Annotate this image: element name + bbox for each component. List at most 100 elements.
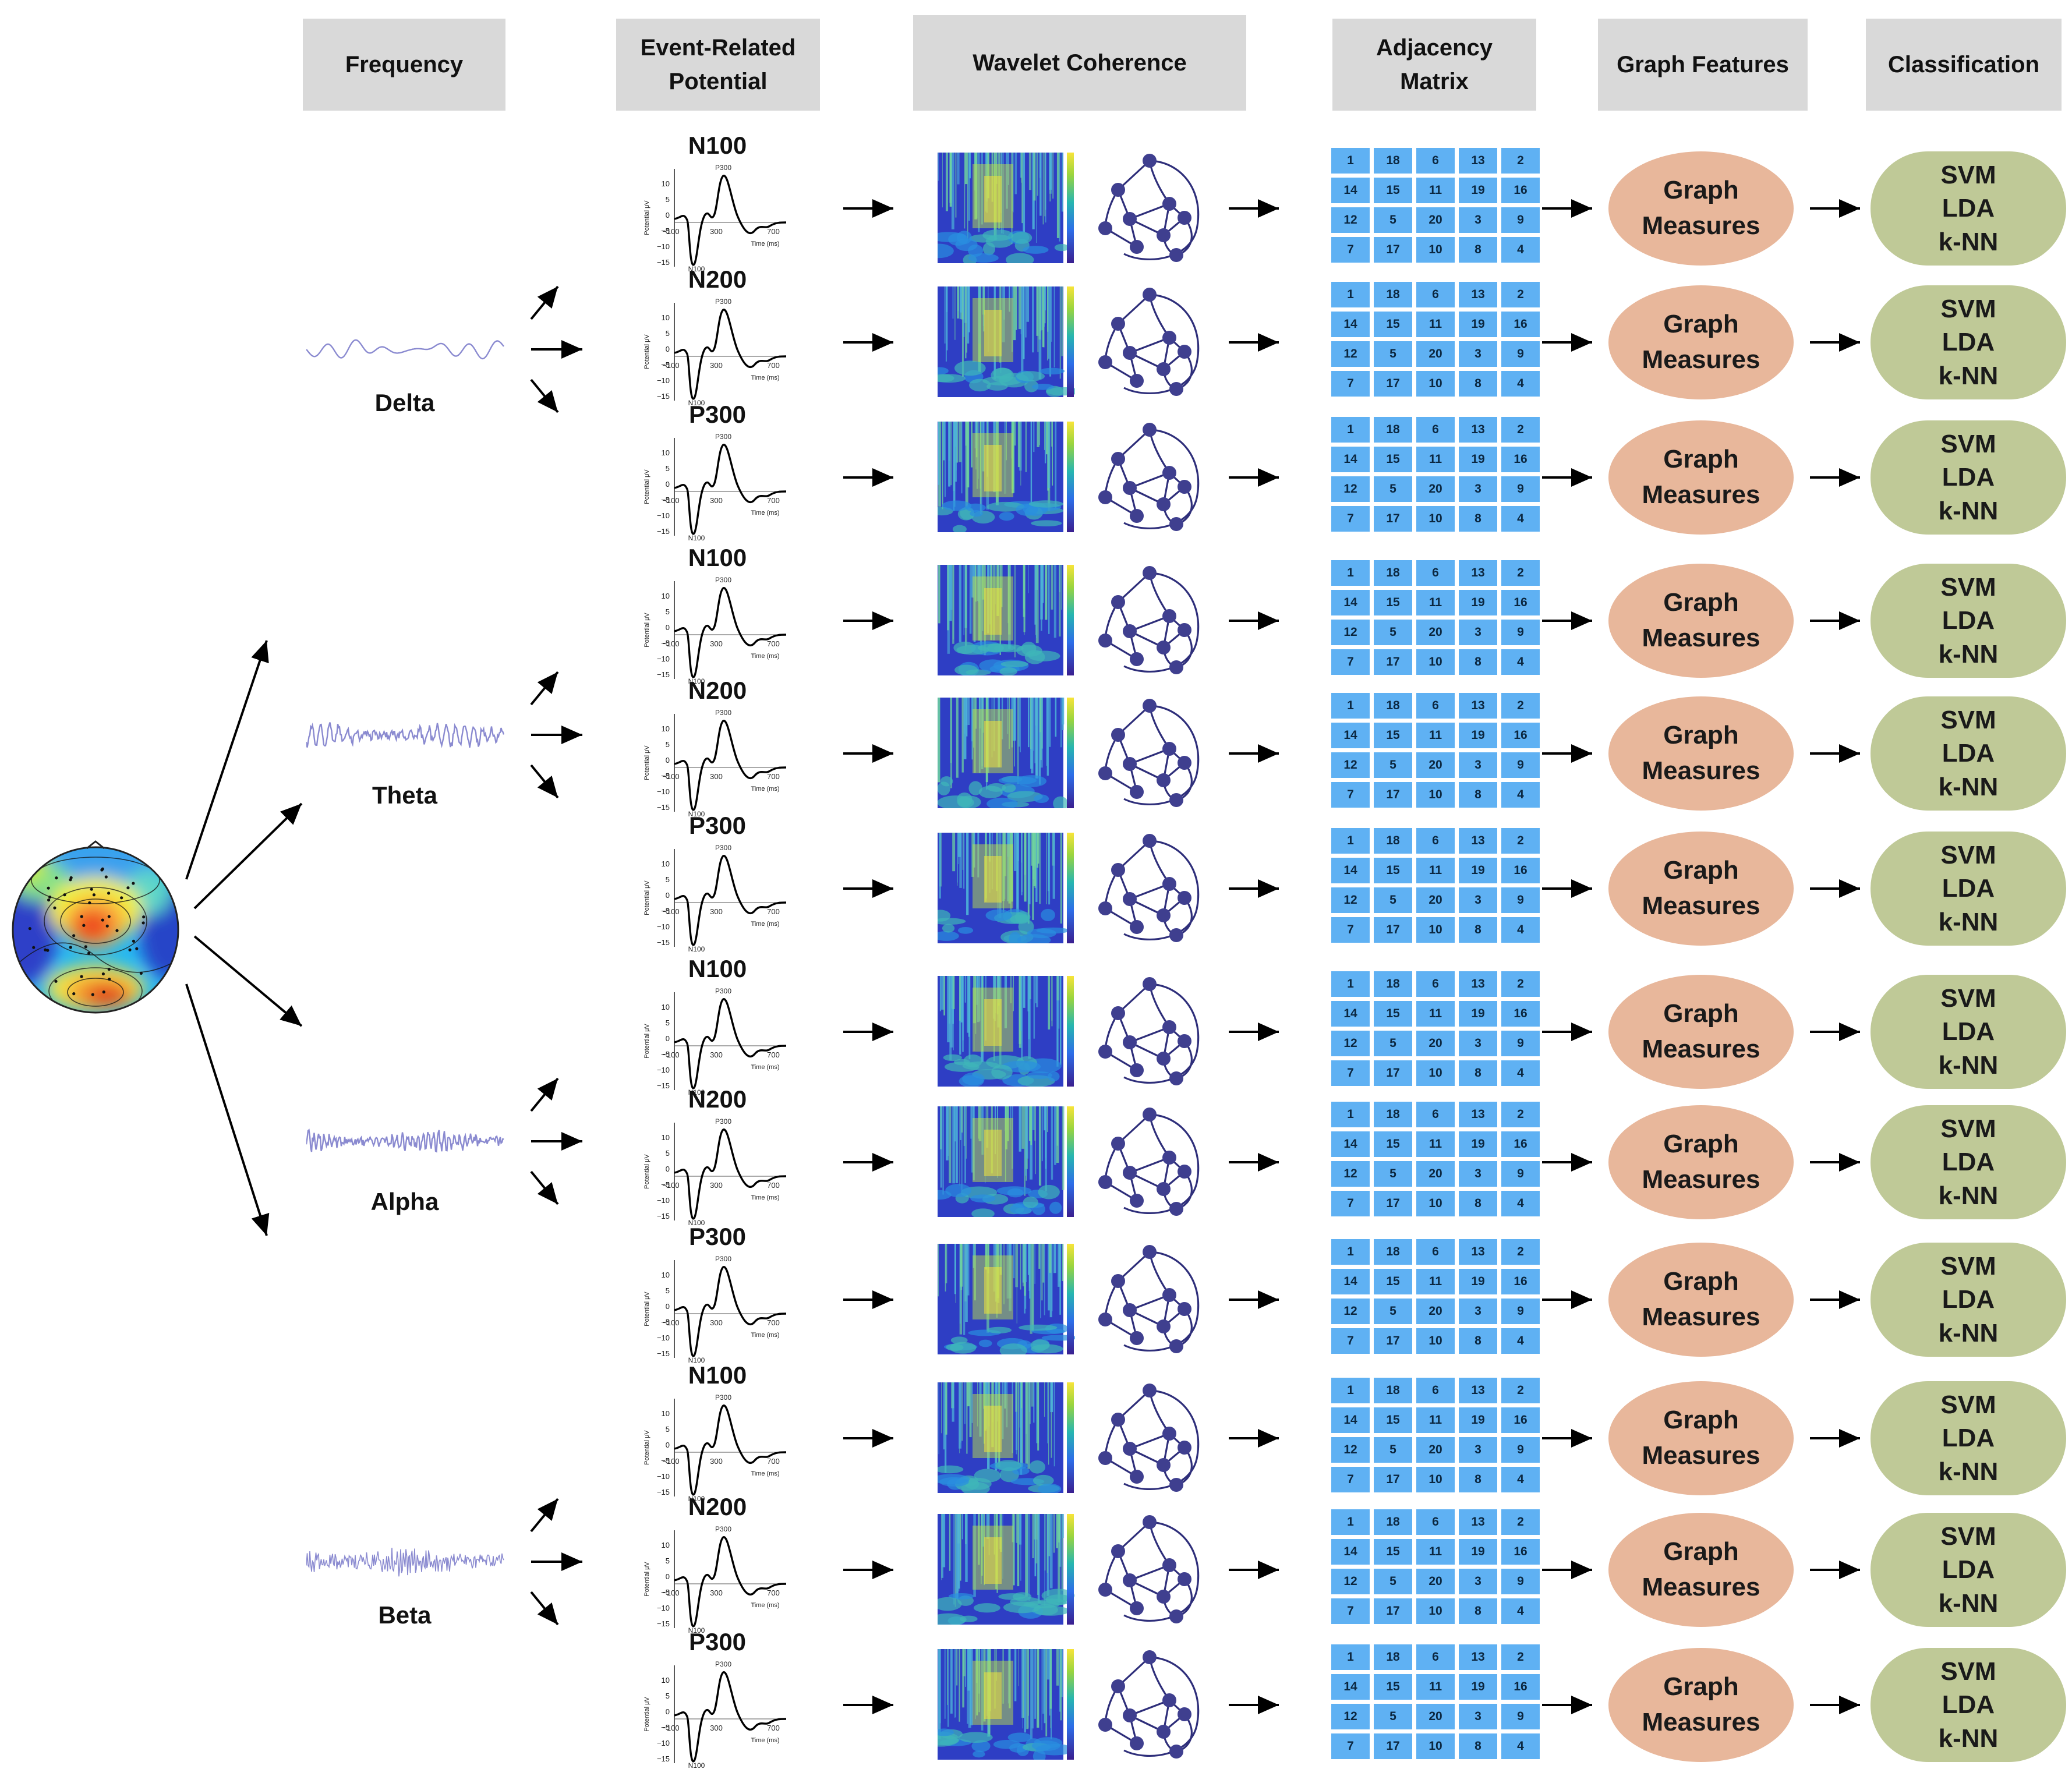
- network-node: [1178, 623, 1191, 637]
- brain-network-graph: [1098, 1245, 1200, 1353]
- graph-measures-text: Measures: [1642, 756, 1760, 785]
- erp-y-tick: −10: [657, 1472, 670, 1481]
- matrix-cell: 15: [1374, 1539, 1412, 1565]
- matrix-cell: 14: [1331, 858, 1370, 883]
- erp-peak-label: N100: [688, 1495, 705, 1502]
- matrix-cell: 20: [1416, 1031, 1455, 1056]
- network-node: [1123, 1708, 1137, 1722]
- network-node: [1162, 1427, 1176, 1441]
- band-label-theta: Theta: [372, 781, 437, 809]
- erp-y-tick: 0: [666, 1034, 670, 1043]
- band-waveform-alpha: [306, 1128, 504, 1153]
- classifier-name: k-NN: [1938, 227, 1999, 256]
- matrix-cell: 2: [1501, 148, 1540, 174]
- erp-x-axis-label: Time (ms): [751, 374, 779, 381]
- matrix-cell: 2: [1501, 1644, 1540, 1670]
- classifier-name: SVM: [1940, 1391, 1996, 1420]
- network-node: [1169, 1202, 1183, 1216]
- network-node: [1178, 891, 1191, 905]
- erp-y-tick: 0: [666, 480, 670, 489]
- matrix-cell: 14: [1331, 1001, 1370, 1027]
- network-node: [1178, 1165, 1191, 1179]
- brain-network-graph: [1098, 423, 1200, 531]
- erp-y-tick: 0: [666, 623, 670, 632]
- matrix-cell: 9: [1501, 1161, 1540, 1187]
- flow-arrow: [530, 764, 559, 799]
- matrix-cell: 4: [1501, 782, 1540, 808]
- matrix-cell: 4: [1501, 1191, 1540, 1216]
- erp-x-tick: 300: [710, 1588, 723, 1597]
- matrix-cell: 6: [1416, 1239, 1455, 1265]
- classifier-name: LDA: [1942, 1555, 1995, 1584]
- matrix-cell: 7: [1331, 649, 1370, 675]
- matrix-cell: 10: [1416, 1467, 1455, 1492]
- erp-x-tick: −100: [662, 361, 679, 370]
- classifier-name: k-NN: [1938, 1181, 1999, 1210]
- matrix-cell: 12: [1331, 1031, 1370, 1056]
- matrix-cell: 9: [1501, 1569, 1540, 1594]
- matrix-cell: 6: [1416, 148, 1455, 174]
- flow-arrow: [530, 1170, 559, 1205]
- erp-y-tick: 5: [666, 607, 670, 616]
- matrix-cell: 15: [1374, 1674, 1412, 1700]
- matrix-cell: 11: [1416, 178, 1455, 203]
- matrix-cell: 8: [1459, 506, 1497, 532]
- matrix-cell: 20: [1416, 207, 1455, 233]
- matrix-cell: 5: [1374, 1569, 1412, 1594]
- matrix-cell: 12: [1331, 752, 1370, 778]
- classifier-name: LDA: [1942, 606, 1995, 635]
- brain-network-graph: [1098, 1108, 1200, 1216]
- wavelet-coherence-map: [938, 976, 1074, 1087]
- matrix-cell: 8: [1459, 1191, 1497, 1216]
- erp-x-tick: 700: [767, 772, 780, 781]
- matrix-cell: 9: [1501, 887, 1540, 913]
- network-node: [1169, 928, 1183, 942]
- matrix-cell: 14: [1331, 1269, 1370, 1294]
- network-node: [1157, 1052, 1171, 1066]
- network-node: [1098, 1451, 1112, 1465]
- network-node: [1162, 466, 1176, 480]
- erp-y-axis-label: Potential μV: [643, 1292, 650, 1326]
- matrix-cell: 5: [1374, 1704, 1412, 1729]
- matrix-cell: 16: [1501, 1001, 1540, 1027]
- network-node: [1178, 211, 1191, 225]
- matrix-cell: 20: [1416, 1437, 1455, 1463]
- matrix-cell: 2: [1501, 693, 1540, 719]
- matrix-cell: 20: [1416, 341, 1455, 367]
- erp-label-n200: N200: [688, 1493, 747, 1520]
- classifier-name: LDA: [1942, 194, 1995, 223]
- erp-y-tick: −15: [657, 1488, 670, 1496]
- matrix-cell: 19: [1459, 590, 1497, 615]
- erp-y-tick: 5: [666, 464, 670, 473]
- erp-y-tick: −5: [661, 227, 670, 235]
- header-adjacency: Adjacency Matrix: [1332, 19, 1536, 111]
- classifier-name: LDA: [1942, 1148, 1995, 1177]
- erp-x-tick: −100: [662, 1050, 679, 1059]
- classifier-name: SVM: [1940, 1115, 1996, 1144]
- header-classification: Classification: [1866, 19, 2062, 111]
- matrix-cell: 1: [1331, 1239, 1370, 1265]
- matrix-cell: 14: [1331, 723, 1370, 748]
- network-node: [1123, 624, 1137, 638]
- matrix-cell: 13: [1459, 1239, 1497, 1265]
- matrix-cell: 16: [1501, 447, 1540, 472]
- erp-y-tick: 0: [666, 1707, 670, 1716]
- network-node: [1111, 595, 1125, 609]
- erp-x-tick: 300: [710, 1050, 723, 1059]
- network-node: [1130, 1063, 1144, 1077]
- classifier-name: k-NN: [1938, 361, 1999, 390]
- erp-y-tick: −10: [657, 1739, 670, 1747]
- erp-label-n100: N100: [688, 132, 747, 159]
- network-node: [1098, 901, 1112, 915]
- network-node: [1098, 490, 1112, 504]
- erp-y-tick: 5: [666, 195, 670, 204]
- flow-arrow: [193, 935, 303, 1027]
- erp-y-tick: −15: [657, 938, 670, 947]
- matrix-cell: 19: [1459, 1269, 1497, 1294]
